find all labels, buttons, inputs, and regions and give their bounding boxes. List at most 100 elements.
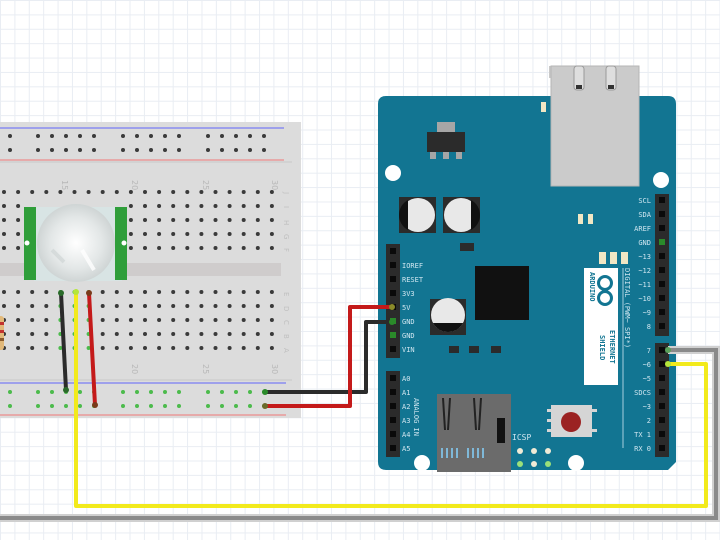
breadboard-hole[interactable] <box>255 290 260 294</box>
header-pin[interactable] <box>659 347 665 353</box>
rail-hole[interactable] <box>220 404 224 408</box>
breadboard-hole[interactable] <box>269 318 274 322</box>
rail-hole[interactable] <box>8 134 12 138</box>
breadboard-hole[interactable] <box>185 346 190 350</box>
breadboard-hole[interactable] <box>269 190 274 194</box>
breadboard-hole[interactable] <box>128 346 133 350</box>
rail-hole[interactable] <box>149 404 153 408</box>
header-pin[interactable] <box>390 389 396 395</box>
breadboard-hole[interactable] <box>44 332 49 336</box>
breadboard-hole[interactable] <box>213 346 218 350</box>
breadboard-hole[interactable] <box>227 204 232 208</box>
breadboard-hole[interactable] <box>58 346 63 350</box>
rail-hole[interactable] <box>149 148 153 152</box>
breadboard-hole[interactable] <box>114 290 119 294</box>
rail-hole[interactable] <box>50 134 54 138</box>
breadboard-hole[interactable] <box>16 190 21 194</box>
breadboard-hole[interactable] <box>16 246 21 250</box>
breadboard-hole[interactable] <box>227 190 232 194</box>
breadboard-hole[interactable] <box>114 332 119 336</box>
header-pin[interactable] <box>659 309 665 315</box>
breadboard-hole[interactable] <box>171 190 176 194</box>
header-pin[interactable] <box>390 417 396 423</box>
rail-hole[interactable] <box>50 148 54 152</box>
breadboard-hole[interactable] <box>157 332 162 336</box>
breadboard-hole[interactable] <box>241 218 246 222</box>
breadboard-hole[interactable] <box>199 290 204 294</box>
rail-hole[interactable] <box>78 148 82 152</box>
breadboard-hole[interactable] <box>2 232 6 236</box>
breadboard-hole[interactable] <box>185 232 190 236</box>
breadboard-hole[interactable] <box>185 332 190 336</box>
breadboard-hole[interactable] <box>171 218 176 222</box>
rail-hole[interactable] <box>149 134 153 138</box>
rail-hole[interactable] <box>177 148 181 152</box>
breadboard-hole[interactable] <box>227 232 232 236</box>
breadboard-hole[interactable] <box>255 246 260 250</box>
breadboard-hole[interactable] <box>185 218 190 222</box>
breadboard-hole[interactable] <box>100 190 105 194</box>
header-pin[interactable] <box>659 225 665 231</box>
breadboard-hole[interactable] <box>171 204 176 208</box>
rail-hole[interactable] <box>248 404 252 408</box>
breadboard-hole[interactable] <box>114 318 119 322</box>
breadboard-hole[interactable] <box>241 190 246 194</box>
breadboard-hole[interactable] <box>269 304 274 308</box>
breadboard-hole[interactable] <box>241 290 246 294</box>
breadboard-hole[interactable] <box>255 190 260 194</box>
breadboard-hole[interactable] <box>171 318 176 322</box>
breadboard-hole[interactable] <box>16 204 21 208</box>
breadboard-hole[interactable] <box>72 190 77 194</box>
breadboard-hole[interactable] <box>128 232 133 236</box>
breadboard-hole[interactable] <box>128 304 133 308</box>
rail-hole[interactable] <box>78 404 82 408</box>
rail-hole[interactable] <box>36 390 40 394</box>
header-pin[interactable] <box>659 389 665 395</box>
breadboard-hole[interactable] <box>227 332 232 336</box>
breadboard-hole[interactable] <box>269 346 274 350</box>
breadboard-hole[interactable] <box>2 246 6 250</box>
breadboard-hole[interactable] <box>255 304 260 308</box>
rail-hole[interactable] <box>163 148 167 152</box>
rail-hole[interactable] <box>248 390 252 394</box>
rail-hole[interactable] <box>206 404 210 408</box>
rail-hole[interactable] <box>135 134 139 138</box>
rail-hole[interactable] <box>220 134 224 138</box>
breadboard-hole[interactable] <box>143 332 147 336</box>
breadboard-hole[interactable] <box>44 318 49 322</box>
rail-hole[interactable] <box>50 390 54 394</box>
breadboard-hole[interactable] <box>143 304 147 308</box>
rail-hole[interactable] <box>121 148 125 152</box>
header-pin[interactable] <box>390 262 396 268</box>
breadboard-hole[interactable] <box>199 318 204 322</box>
breadboard-hole[interactable] <box>213 332 218 336</box>
breadboard-hole[interactable] <box>16 332 21 336</box>
rail-hole[interactable] <box>8 390 12 394</box>
header-pin[interactable] <box>659 281 665 287</box>
header-pin[interactable] <box>390 403 396 409</box>
breadboard-hole[interactable] <box>157 204 162 208</box>
breadboard-hole[interactable] <box>269 232 274 236</box>
header-pin[interactable] <box>390 276 396 282</box>
header-pin[interactable] <box>659 267 665 273</box>
rail-hole[interactable] <box>121 404 125 408</box>
rail-hole[interactable] <box>64 404 68 408</box>
breadboard-hole[interactable] <box>185 290 190 294</box>
breadboard-hole[interactable] <box>213 232 218 236</box>
rail-hole[interactable] <box>206 134 210 138</box>
breadboard-hole[interactable] <box>100 290 105 294</box>
breadboard-hole[interactable] <box>128 204 133 208</box>
header-pin[interactable] <box>390 375 396 381</box>
breadboard-hole[interactable] <box>114 346 119 350</box>
rail-hole[interactable] <box>36 134 40 138</box>
breadboard-hole[interactable] <box>241 232 246 236</box>
rail-hole[interactable] <box>234 390 238 394</box>
breadboard-hole[interactable] <box>30 290 35 294</box>
rail-hole[interactable] <box>149 390 153 394</box>
breadboard-hole[interactable] <box>227 218 232 222</box>
header-pin[interactable] <box>659 239 665 245</box>
rail-hole[interactable] <box>50 404 54 408</box>
breadboard-hole[interactable] <box>44 190 49 194</box>
breadboard-hole[interactable] <box>128 218 133 222</box>
breadboard-hole[interactable] <box>143 346 147 350</box>
